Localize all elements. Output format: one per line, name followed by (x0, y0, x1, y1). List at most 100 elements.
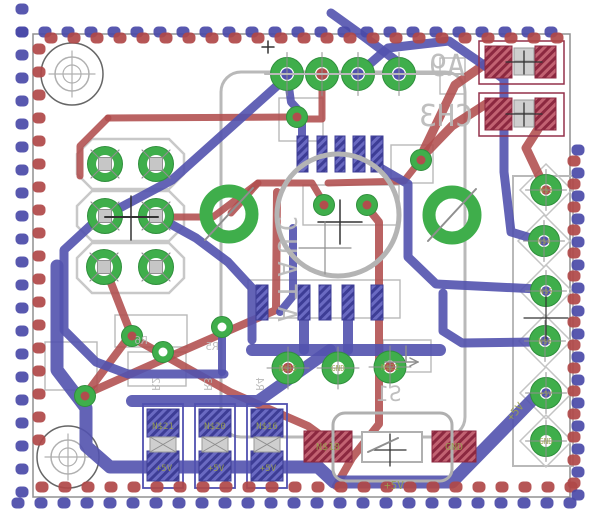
copper-trace-top[interactable] (416, 99, 491, 163)
through-hole-pad[interactable] (266, 346, 310, 390)
body-cross (201, 436, 229, 453)
through-hole-pad[interactable] (316, 346, 360, 390)
smd-pad-bottom[interactable] (370, 284, 384, 321)
via[interactable] (286, 106, 308, 128)
smd-pad-top[interactable] (431, 430, 477, 463)
large-plated-hole[interactable] (199, 184, 259, 244)
edge-dot (32, 158, 46, 170)
edge-dot (287, 497, 301, 509)
smd-pad-bottom[interactable] (297, 284, 311, 321)
edge-dot (567, 178, 581, 190)
edge-dot (218, 497, 232, 509)
edge-dot (32, 204, 46, 216)
copper-trace-bottom[interactable] (372, 161, 543, 294)
via[interactable] (74, 385, 96, 407)
copper-trace-top[interactable] (416, 57, 493, 161)
silk-line (204, 187, 254, 241)
pad-pin-square (97, 260, 111, 274)
via[interactable] (121, 325, 143, 347)
smd-package-outline[interactable] (478, 92, 565, 137)
via[interactable] (356, 194, 378, 216)
copper-trace-top[interactable] (332, 203, 383, 490)
switch-body (361, 431, 423, 463)
connector-pad[interactable] (138, 249, 174, 285)
edge-dot (32, 434, 46, 446)
via-hole (319, 200, 329, 210)
smd-pad-bottom[interactable] (146, 408, 180, 438)
edge-dot (15, 187, 29, 199)
edge-dot (567, 224, 581, 236)
switch-outline[interactable] (331, 411, 454, 483)
smd-pad-top[interactable] (303, 430, 353, 463)
copper-trace-bottom[interactable] (352, 36, 546, 246)
smd-pad-bottom[interactable] (250, 408, 284, 438)
smd-pad-bottom[interactable] (146, 450, 180, 482)
edge-dot (567, 385, 581, 397)
copper-trace-bottom[interactable] (59, 71, 293, 379)
edge-dot (15, 394, 29, 406)
via[interactable] (211, 316, 233, 338)
edge-dot (113, 32, 127, 44)
through-hole-pad[interactable] (525, 420, 567, 462)
via[interactable] (152, 341, 174, 363)
edge-dot-rows (11, 3, 585, 509)
edge-dot (495, 481, 509, 493)
edge-dot (57, 497, 71, 509)
edge-dot (379, 497, 393, 509)
smd-transistor-outline[interactable] (194, 403, 236, 489)
edge-dot (15, 371, 29, 383)
edge-dot (15, 256, 29, 268)
via[interactable] (410, 149, 432, 171)
copper-trace-bottom[interactable] (438, 288, 543, 348)
copper-trace-bottom[interactable] (276, 224, 297, 316)
smd-package-outline[interactable] (478, 40, 565, 85)
through-hole-pad[interactable] (368, 345, 412, 389)
smd-pad-bottom[interactable] (318, 284, 332, 321)
edge-dot (320, 32, 334, 44)
copper-trace-bottom[interactable] (126, 344, 336, 407)
edge-dot (366, 32, 380, 44)
edge-dot (571, 259, 585, 271)
edge-dot (15, 72, 29, 84)
edge-dot (356, 497, 370, 509)
label-r5: R5 (205, 340, 218, 353)
smd-pad-bottom[interactable] (255, 284, 269, 321)
label-5v-bottom: +5V (384, 479, 404, 492)
through-hole-pad[interactable] (525, 372, 567, 414)
mounting-hole[interactable] (40, 42, 104, 106)
edge-dot (32, 273, 46, 285)
edge-dot (472, 481, 486, 493)
edge-dot (182, 32, 196, 44)
connector-pad[interactable] (86, 249, 122, 285)
edge-dot (32, 43, 46, 55)
edge-dot (435, 32, 449, 44)
through-hole-pad[interactable] (523, 220, 565, 262)
large-plated-hole[interactable] (422, 185, 482, 245)
edge-dot (90, 32, 104, 44)
connector-pad[interactable] (87, 146, 123, 182)
edge-dot (518, 481, 532, 493)
edge-dot (567, 454, 581, 466)
label-a9: A9 (429, 49, 465, 84)
smd-pad-bottom[interactable] (198, 450, 232, 482)
plated-holes[interactable] (74, 52, 567, 462)
via[interactable] (313, 194, 335, 216)
via-hole (292, 112, 302, 122)
smd-pad-bottom[interactable] (341, 284, 355, 321)
connector-pad[interactable] (138, 146, 174, 182)
label-r6: R6 (134, 334, 147, 347)
edge-dot (517, 497, 531, 509)
copper-trace-bottom[interactable] (153, 212, 257, 345)
smd-pad-bottom[interactable] (296, 135, 309, 173)
copper-trace-top[interactable] (104, 113, 294, 122)
edge-dot (403, 481, 417, 493)
edge-dot (567, 316, 581, 328)
copper-trace-top[interactable] (76, 114, 112, 180)
through-hole-pad[interactable] (524, 320, 566, 362)
edge-dot (471, 497, 485, 509)
through-hole-pad[interactable] (525, 169, 567, 211)
sensor-circle-outline (274, 151, 402, 279)
through-hole-pad[interactable] (525, 270, 567, 312)
